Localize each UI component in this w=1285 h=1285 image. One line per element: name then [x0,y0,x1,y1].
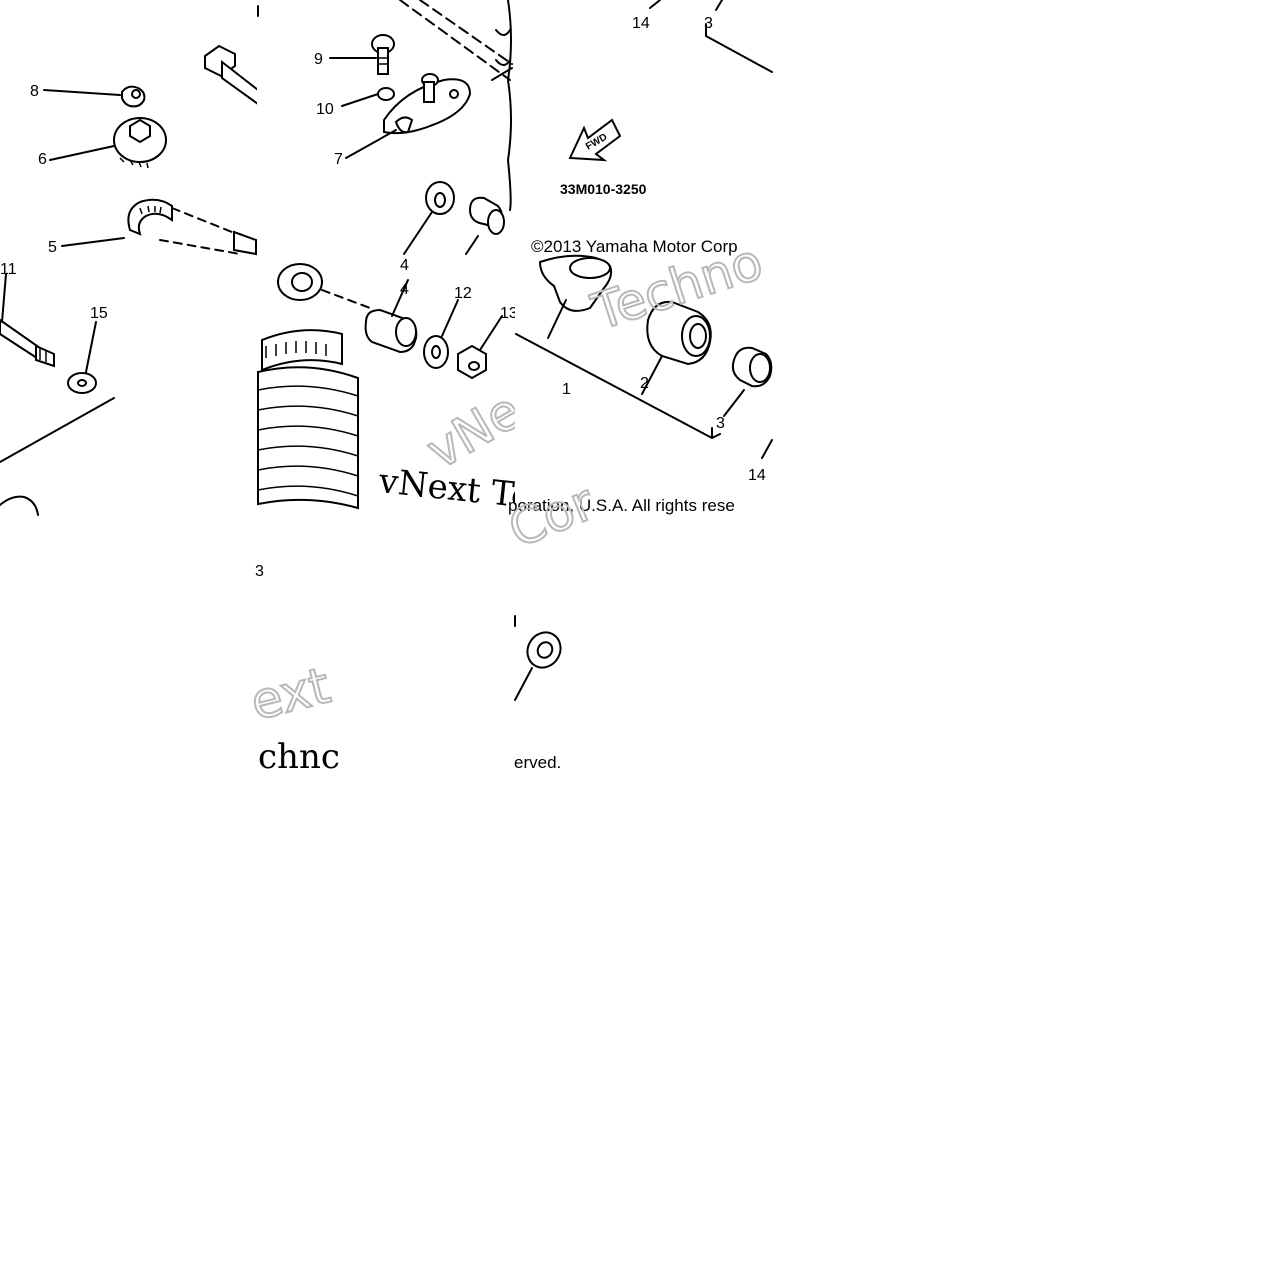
part-5-ring [127,198,257,256]
callout-3-top: 3 [704,15,713,32]
part-15-washer [0,372,115,463]
part-bushing-upper [468,196,505,235]
part-10-washer [377,87,395,101]
callout-8: 8 [30,83,39,100]
callout-4-lower: 4 [400,281,409,298]
part-1-collar [538,254,613,312]
part-4-collar-upper [425,181,455,215]
part-4-sleeve-lower [364,308,418,354]
callout-13: 13 [500,305,518,322]
part-shock-spring [257,263,371,510]
callout-7: 7 [334,151,343,168]
tile-right: 14 3 FWD 33M010-3250 ©2013 Yamaha Motor … [500,0,773,560]
callout-11: 11 [0,261,17,278]
copyright-line-1: ©2013 Yamaha Motor Corp [531,237,738,256]
tile-bottom: 3 ext chnc erved. [244,563,562,777]
callout-5: 5 [48,239,57,256]
callout-3-right: 3 [716,415,725,432]
callout-9: 9 [314,51,323,68]
callout-1: 1 [562,381,571,398]
part-bolt-upper [204,44,259,106]
part-fragment-bottom [0,495,39,516]
part-11-pin [0,318,55,368]
part-7-bracket [383,73,472,135]
callout-12: 12 [454,285,472,302]
part-code: 33M010-3250 [560,181,647,197]
callout-2: 2 [640,375,649,392]
fwd-arrow-icon: FWD [568,118,622,162]
part-washer-lower [514,631,562,701]
callout-10: 10 [316,101,334,118]
tile-left: 8 6 5 11 15 [0,44,259,516]
part-2-bushing [646,300,712,366]
callout-6: 6 [38,151,47,168]
callout-14-right: 14 [748,467,766,484]
watermark-outline-4: ext [245,656,336,731]
tile-middle: 9 10 7 4 4 12 13 vNext Te vNe [257,0,533,517]
callout-3-partial: 3 [255,563,264,580]
part-9-bolt [371,34,395,75]
part-3-spacer [731,346,773,388]
copyright-line-2: poration, U.S.A. All rights rese [508,496,735,515]
part-12-washer [423,335,449,369]
callout-15: 15 [90,305,108,322]
watermark-serif-2: chnc [258,737,340,777]
part-shock-body-upper [491,0,513,211]
callout-14-top: 14 [632,15,650,32]
part-8-clip [121,85,146,108]
part-6-adjuster [113,117,167,169]
callout-4-upper: 4 [400,257,409,274]
copyright-line-3: erved. [514,753,561,772]
part-13-nut [457,344,487,380]
